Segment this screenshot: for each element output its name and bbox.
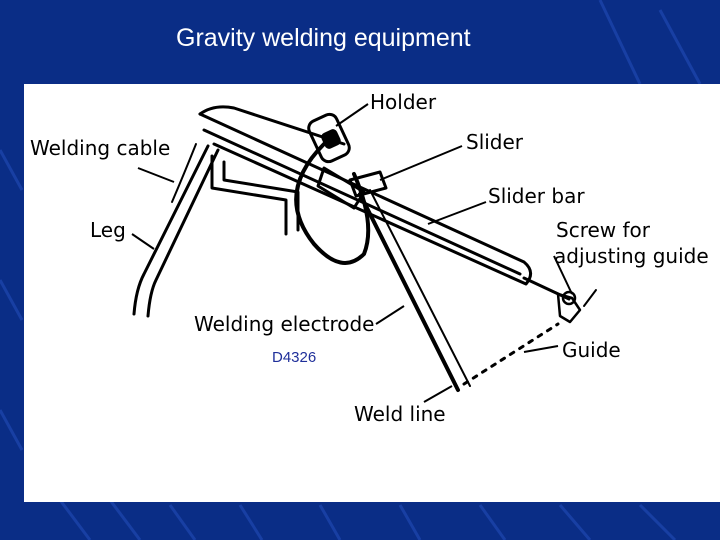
label-holder: Holder bbox=[370, 90, 437, 114]
welding-cable-shape bbox=[294, 142, 371, 265]
label-slider: Slider bbox=[466, 130, 524, 154]
guide-shape bbox=[556, 292, 582, 324]
welding-electrode-shape bbox=[358, 192, 460, 392]
label-leg: Leg bbox=[90, 218, 126, 242]
leader-guide bbox=[523, 345, 559, 353]
leader-slider-bar bbox=[427, 201, 487, 225]
label-screw-line1: Screw for bbox=[556, 218, 650, 242]
leader-welding-electrode bbox=[375, 305, 405, 325]
welding-equipment-drawing bbox=[131, 103, 597, 403]
leader-slider bbox=[379, 145, 463, 181]
leader-leg bbox=[131, 233, 155, 250]
slider-shape bbox=[348, 170, 388, 198]
diagram-figure: Holder Slider Welding cable Slider bar L… bbox=[24, 84, 720, 502]
leader-screw bbox=[553, 255, 573, 295]
leader-weld-line bbox=[423, 385, 453, 403]
figure-code: D4326 bbox=[272, 349, 317, 366]
label-slider-bar: Slider bar bbox=[488, 184, 585, 208]
holder-shape bbox=[307, 112, 351, 164]
leader-welding-cable bbox=[137, 167, 175, 183]
label-weld-line: Weld line bbox=[354, 402, 446, 426]
label-guide: Guide bbox=[562, 338, 621, 362]
slider-bar-shape bbox=[198, 112, 532, 286]
leg-shape bbox=[132, 144, 210, 316]
label-welding-cable: Welding cable bbox=[30, 136, 171, 160]
weld-line-shape bbox=[462, 322, 560, 386]
label-screw-line2: adjusting guide bbox=[554, 244, 709, 268]
label-welding-electrode: Welding electrode bbox=[194, 312, 375, 336]
slide-title: Gravity welding equipment bbox=[176, 24, 471, 52]
leader-holder bbox=[335, 103, 369, 127]
